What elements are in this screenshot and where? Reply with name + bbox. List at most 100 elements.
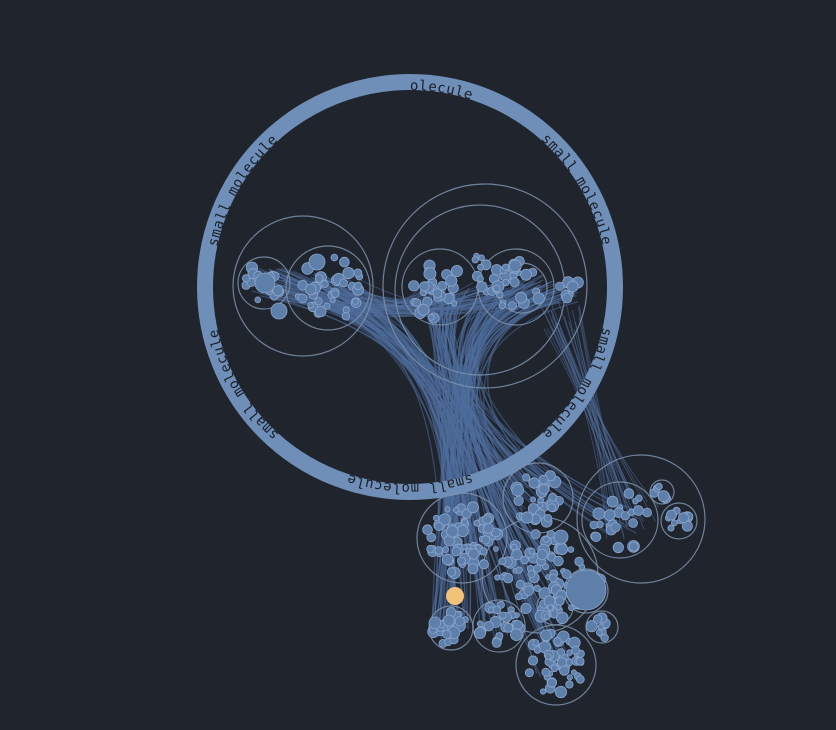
node-424[interactable]	[442, 629, 452, 640]
node-194[interactable]	[478, 559, 489, 570]
node-39[interactable]	[323, 302, 331, 310]
node-72[interactable]	[450, 264, 463, 277]
node-11[interactable]	[241, 274, 250, 283]
node-335[interactable]	[603, 509, 616, 521]
node-44[interactable]	[331, 289, 340, 298]
node-266[interactable]	[515, 566, 523, 574]
node-273[interactable]	[514, 592, 523, 601]
node-286[interactable]	[527, 570, 536, 579]
node-233[interactable]	[543, 514, 553, 523]
node-12[interactable]	[272, 285, 284, 297]
node-265[interactable]	[511, 548, 523, 561]
node-303[interactable]	[515, 579, 526, 590]
node-296[interactable]	[498, 574, 505, 580]
node-454[interactable]	[512, 620, 523, 631]
node-7[interactable]	[254, 296, 262, 304]
node-79[interactable]	[445, 274, 458, 287]
node-224[interactable]	[547, 503, 557, 512]
node-133[interactable]	[566, 280, 579, 293]
node-98[interactable]	[508, 301, 517, 311]
node-480[interactable]	[565, 569, 607, 611]
node-47[interactable]	[353, 281, 363, 291]
node-49[interactable]	[353, 268, 363, 278]
node-315[interactable]	[589, 520, 599, 530]
node-178[interactable]	[434, 546, 443, 555]
node-292[interactable]	[530, 529, 541, 540]
node-122[interactable]	[508, 259, 522, 273]
node-451[interactable]	[491, 637, 502, 648]
node-93[interactable]	[477, 275, 484, 283]
node-267[interactable]	[520, 603, 532, 615]
node-355[interactable]	[657, 490, 670, 503]
node-272[interactable]	[528, 547, 536, 555]
node-196[interactable]	[451, 546, 462, 557]
node-174[interactable]	[441, 553, 454, 566]
node-381[interactable]	[554, 685, 568, 699]
node-250[interactable]	[502, 573, 514, 584]
node-277[interactable]	[548, 573, 558, 583]
node-170[interactable]	[444, 506, 451, 513]
node-179[interactable]	[438, 513, 451, 526]
node-190[interactable]	[456, 524, 469, 538]
node-467[interactable]	[600, 633, 609, 642]
node-279[interactable]	[523, 585, 534, 596]
node-334[interactable]	[620, 511, 630, 521]
node-38[interactable]	[330, 253, 339, 262]
node-220[interactable]	[522, 473, 531, 482]
node-403[interactable]	[571, 645, 580, 655]
node-53[interactable]	[297, 293, 308, 304]
node-337[interactable]	[628, 541, 639, 552]
node-83[interactable]	[412, 298, 422, 308]
node-387[interactable]	[540, 629, 552, 642]
node-284[interactable]	[536, 549, 548, 561]
node-31[interactable]	[341, 312, 351, 321]
node-398[interactable]	[553, 637, 562, 646]
node-435[interactable]	[476, 620, 484, 628]
node-110[interactable]	[515, 291, 527, 304]
node-126[interactable]	[555, 281, 565, 291]
highlighted-node[interactable]	[446, 587, 464, 605]
node-123[interactable]	[520, 268, 532, 281]
node-189[interactable]	[482, 523, 494, 534]
node-132[interactable]	[561, 292, 573, 304]
node-19[interactable]	[342, 266, 355, 280]
node-322[interactable]	[592, 507, 605, 520]
node-210[interactable]	[528, 477, 540, 489]
node-183[interactable]	[452, 506, 460, 514]
node-46[interactable]	[320, 279, 329, 288]
node-231[interactable]	[537, 502, 544, 509]
node-356[interactable]	[565, 680, 574, 689]
node-346[interactable]	[678, 512, 689, 524]
node-35[interactable]	[339, 256, 350, 268]
node-404[interactable]	[575, 674, 585, 684]
node-203[interactable]	[446, 525, 459, 538]
node-426[interactable]	[454, 616, 465, 627]
node-390[interactable]	[527, 655, 539, 666]
node-198[interactable]	[456, 556, 466, 566]
node-120[interactable]	[501, 263, 510, 271]
node-429[interactable]	[442, 614, 455, 627]
node-32[interactable]	[307, 302, 314, 309]
node-367[interactable]	[566, 674, 573, 681]
node-333[interactable]	[590, 531, 602, 543]
node-88[interactable]	[477, 263, 484, 271]
node-94[interactable]	[471, 256, 479, 264]
node-483[interactable]	[308, 253, 326, 271]
node-455[interactable]	[492, 605, 502, 615]
node-182[interactable]	[434, 521, 444, 532]
node-201[interactable]	[468, 548, 480, 560]
node-405[interactable]	[545, 653, 552, 660]
node-347[interactable]	[667, 524, 675, 532]
node-394[interactable]	[533, 646, 542, 654]
node-396[interactable]	[532, 639, 540, 647]
node-199[interactable]	[467, 501, 479, 514]
node-202[interactable]	[461, 518, 469, 526]
node-353[interactable]	[655, 482, 663, 491]
node-192[interactable]	[442, 546, 450, 553]
node-399[interactable]	[541, 667, 551, 677]
node-195[interactable]	[479, 547, 488, 556]
node-118[interactable]	[509, 277, 520, 288]
node-148[interactable]	[432, 514, 440, 522]
